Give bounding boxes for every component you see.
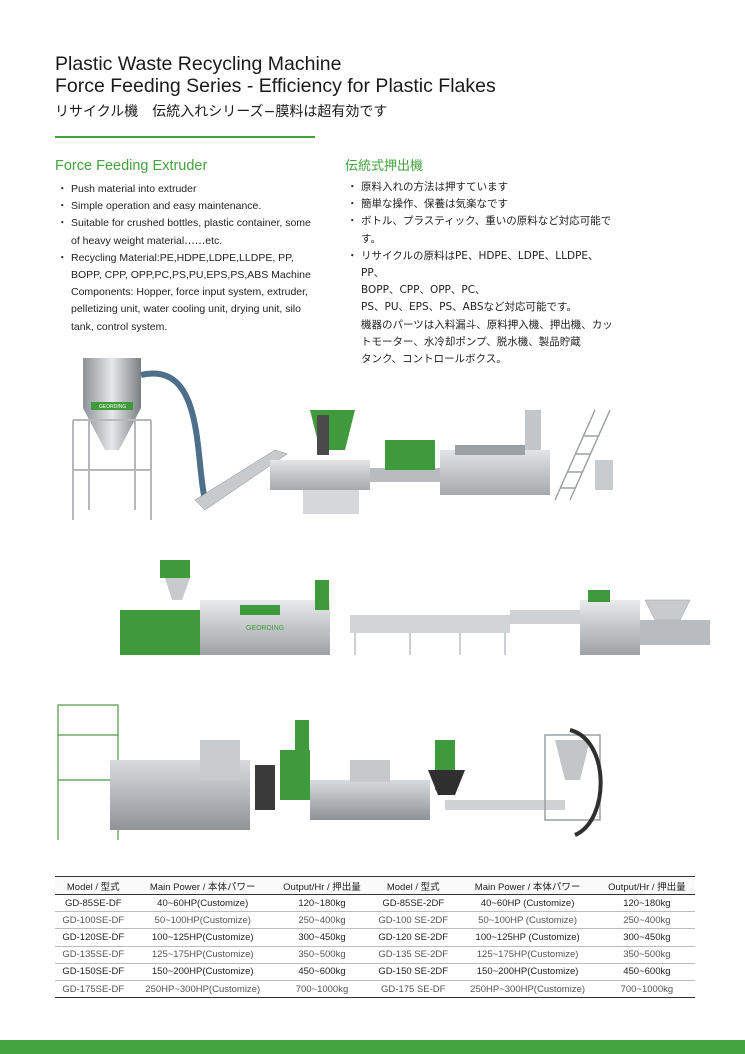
table-cell: 250HP~300HP(Customize): [456, 980, 599, 999]
table-cell: 300~450kg: [273, 928, 371, 947]
machine-photo-force-feeding-line: GEORDING: [72, 358, 613, 520]
table-cell: 50~100HP (Customize): [456, 911, 599, 930]
brand-label: GEORDING: [99, 404, 126, 410]
english-feature-item: Suitable for crushed bottles, plastic co…: [57, 215, 317, 249]
table-row: GD-150SE-DF 150~200HP(Customize) 450~600…: [55, 963, 695, 981]
table-cell: GD-85SE-2DF: [370, 894, 457, 913]
page-title-line-2: Force Feeding Series - Efficiency for Pl…: [55, 75, 496, 97]
table-cell: GD-150 SE-2DF: [370, 963, 457, 981]
table-cell: GD-85SE-DF: [55, 894, 132, 913]
table-cell: 700~1000kg: [598, 980, 695, 999]
title-block: Plastic Waste Recycling Machine Force Fe…: [55, 53, 695, 123]
table-cell: 250~400kg: [598, 911, 695, 930]
table-row: GD-175SE-DF 250HP~300HP(Customize) 700~1…: [55, 980, 695, 999]
table-cell: 120~180kg: [598, 894, 695, 913]
english-feature-item: Push material into extruder: [57, 181, 317, 198]
table-row: GD-85SE-DF 40~60HP(Customize) 120~180kg …: [55, 894, 695, 913]
column-header: Main Power / 本体パワー: [131, 876, 274, 895]
english-feature-item: Simple operation and easy maintenance.: [57, 198, 317, 215]
japanese-feature-item: 原料入れの方法は押すています: [347, 179, 617, 196]
japanese-feature-continuation: PS、PU、EPS、PS、ABSなど対応可能です。: [361, 301, 577, 314]
table-cell: GD-135 SE-2DF: [370, 946, 457, 964]
table-cell: 125~175HP(Customize): [456, 946, 599, 964]
table-cell: 50~100HP(Customize): [131, 911, 274, 930]
japanese-feature-continuation: 機器のパーツは入料漏斗、原料押入機、押出機、カッ: [361, 318, 613, 331]
table-cell: 250HP~300HP(Customize): [131, 980, 274, 999]
machine-photo-full-plant: [57, 704, 603, 840]
column-header: Main Power / 本体パワー: [456, 876, 599, 895]
specification-table: Model / 型式 Main Power / 本体パワー Output/Hr …: [55, 876, 695, 999]
table-cell: 40~60HP(Customize): [131, 894, 274, 913]
footer-accent-bar: [0, 1040, 745, 1054]
title-divider: [55, 136, 315, 138]
table-row: GD-120SE-DF 100~125HP(Customize) 300~450…: [55, 928, 695, 947]
japanese-feature-item: 簡単な操作、保養は気楽なです: [347, 196, 617, 213]
brand-label: GEORDING: [246, 625, 284, 632]
table-cell: 350~500kg: [598, 946, 695, 964]
table-cell: GD-150SE-DF: [55, 963, 132, 981]
english-feature-item: Recycling Material:PE,HDPE,LDPE,LLDPE, P…: [57, 250, 317, 336]
table-cell: 100~125HP (Customize): [456, 928, 599, 947]
table-cell: GD-175 SE-DF: [370, 980, 457, 999]
table-cell: GD-120SE-DF: [55, 928, 132, 947]
japanese-feature-item: ボトル、プラスティック、重いの原料など対応可能です。: [347, 213, 617, 247]
page-title-line-1: Plastic Waste Recycling Machine: [55, 53, 342, 75]
japanese-feature-continuation: BOPP、CPP、OPP、PC、: [361, 284, 486, 297]
japanese-section-heading: 伝統式押出機: [345, 159, 424, 174]
table-cell: GD-135SE-DF: [55, 946, 132, 964]
table-cell: GD-175SE-DF: [55, 980, 132, 999]
table-cell: 300~450kg: [598, 928, 695, 947]
table-cell: 120~180kg: [273, 894, 371, 913]
japanese-feature-item: リサイクルの原料はPE、HDPE、LDPE、LLDPE、PP、: [347, 248, 617, 282]
table-row: GD-135SE-DF 125~175HP(Customize) 350~500…: [55, 946, 695, 964]
table-cell: 450~600kg: [273, 963, 371, 981]
table-cell: GD-100SE-DF: [55, 911, 132, 930]
table-cell: 250~400kg: [273, 911, 371, 930]
column-header: Output/Hr / 押出量: [273, 876, 371, 895]
table-cell: GD-100 SE-2DF: [370, 911, 457, 930]
column-header: Model / 型式: [55, 876, 132, 895]
table-cell: 100~125HP(Customize): [131, 928, 274, 947]
table-cell: 350~500kg: [273, 946, 371, 964]
page-title-japanese: リサイクル機 伝統入れシリーズ−膜料は超有効です: [55, 104, 388, 120]
table-row: GD-100SE-DF 50~100HP(Customize) 250~400k…: [55, 911, 695, 930]
english-feature-list: Push material into extruder Simple opera…: [57, 181, 317, 336]
table-cell: 150~200HP(Customize): [456, 963, 599, 981]
table-cell: 700~1000kg: [273, 980, 371, 999]
column-header: Model / 型式: [370, 876, 457, 895]
table-header-row: Model / 型式 Main Power / 本体パワー Output/Hr …: [55, 876, 695, 895]
table-cell: 125~175HP(Customize): [131, 946, 274, 964]
table-cell: 150~200HP(Customize): [131, 963, 274, 981]
machine-photo-extruder-cooling-line: GEORDING: [120, 560, 710, 655]
japanese-feature-continuation: トモーター、水冷却ポンプ、脱水機、製品貯蔵: [361, 335, 581, 348]
japanese-feature-list: 原料入れの方法は押すています 簡単な操作、保養は気楽なです ボトル、プラスティッ…: [347, 179, 617, 368]
column-header: Output/Hr / 押出量: [598, 876, 695, 895]
japanese-feature-continuation: タンク、コントロールボクス。: [361, 353, 507, 366]
table-cell: 40~60HP (Customize): [456, 894, 599, 913]
table-cell: 450~600kg: [598, 963, 695, 981]
table-cell: GD-120 SE-2DF: [370, 928, 457, 947]
english-section-heading: Force Feeding Extruder: [55, 158, 208, 174]
